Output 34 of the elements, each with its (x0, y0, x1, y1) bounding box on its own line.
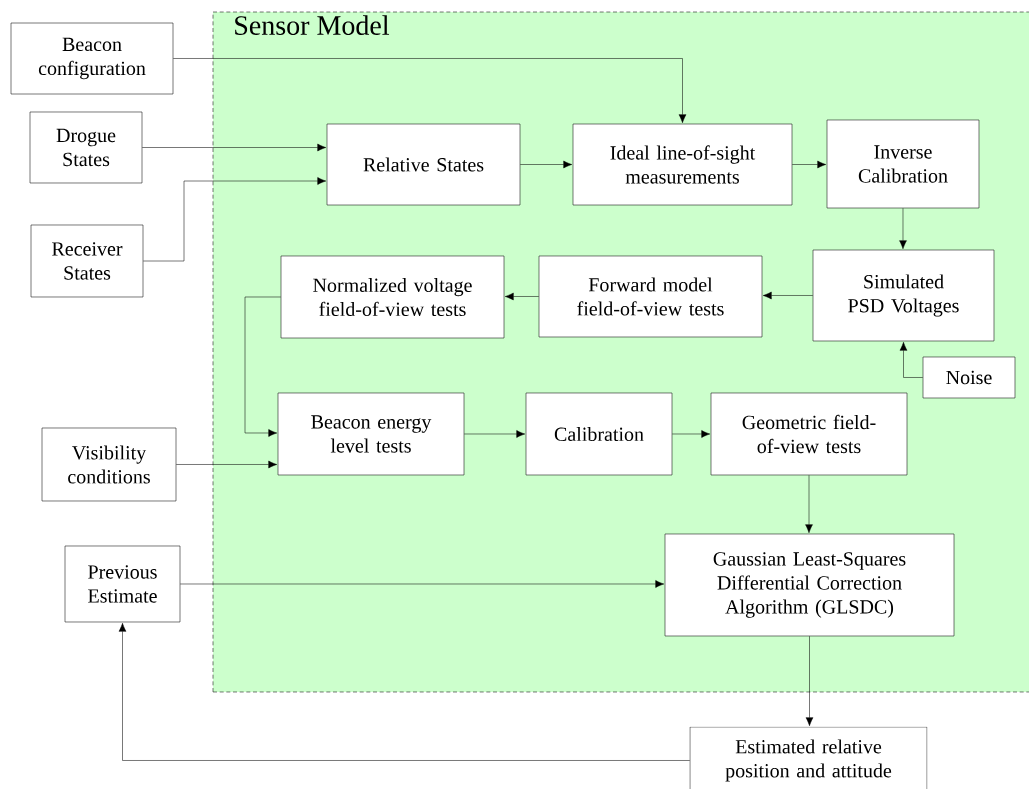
process-box: Gaussian Least-Squares Differential Correction Algorithm (GLSDC) (664, 533, 955, 637)
process-box: Beacon energy level tests (277, 392, 465, 476)
process-box: Relative States (326, 123, 521, 206)
process-box: Beacon configuration (10, 22, 174, 95)
arrow (672, 430, 711, 438)
process-box: Ideal line-of-sight measurements (572, 123, 793, 206)
process-box: Calibration (525, 392, 673, 476)
arrow (899, 341, 923, 378)
arrow (464, 430, 526, 438)
arrow (143, 177, 327, 262)
process-box: Noise (922, 356, 1016, 399)
process-box: Geometric field-of-view tests (710, 392, 908, 476)
arrow (899, 208, 907, 250)
process-box: Simulated PSD Voltages (812, 249, 995, 342)
arrow (792, 160, 827, 169)
process-box: Estimated relative position and attitude (689, 726, 928, 789)
arrow (176, 460, 278, 469)
arrow (520, 160, 573, 169)
arrow (504, 292, 539, 301)
arrow (173, 58, 687, 124)
process-box: Drogue States (29, 111, 143, 184)
arrow (805, 475, 813, 534)
arrow (805, 636, 814, 727)
arrow (244, 296, 281, 437)
process-box: Inverse Calibration (826, 119, 980, 209)
arrow (762, 291, 813, 300)
arrow (180, 580, 665, 588)
process-box: Previous Estimate (64, 545, 181, 623)
process-box: Visibility conditions (41, 427, 177, 502)
arrow (118, 622, 690, 761)
process-box: Normalized voltage field-of-view tests (280, 255, 505, 339)
process-box: Receiver States (30, 224, 144, 298)
arrow (142, 143, 327, 152)
process-box: Forward model field-of-view tests (538, 255, 763, 338)
